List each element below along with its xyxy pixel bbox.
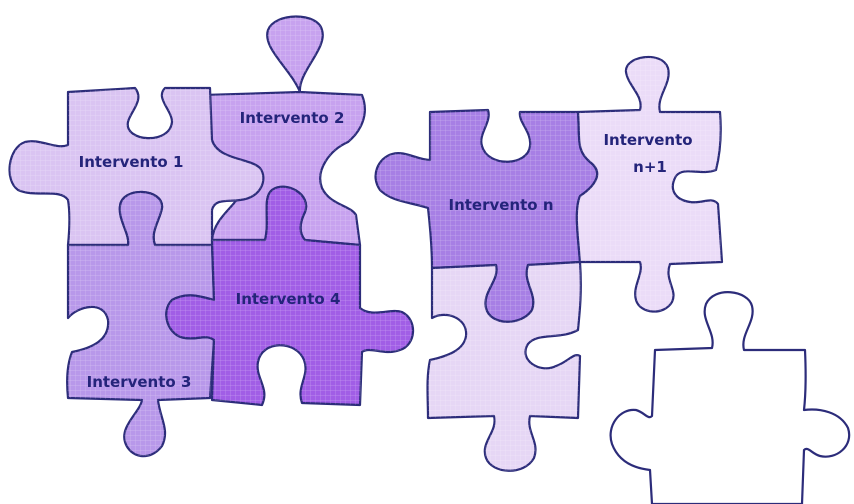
grid-texture: [427, 262, 581, 471]
grid-texture: [67, 191, 214, 457]
grid-texture: [166, 186, 414, 405]
grid-texture: [576, 56, 722, 312]
grid-texture: [9, 88, 264, 245]
grid-texture: [375, 110, 598, 322]
puzzle-piece-empty-white: [609, 291, 851, 504]
